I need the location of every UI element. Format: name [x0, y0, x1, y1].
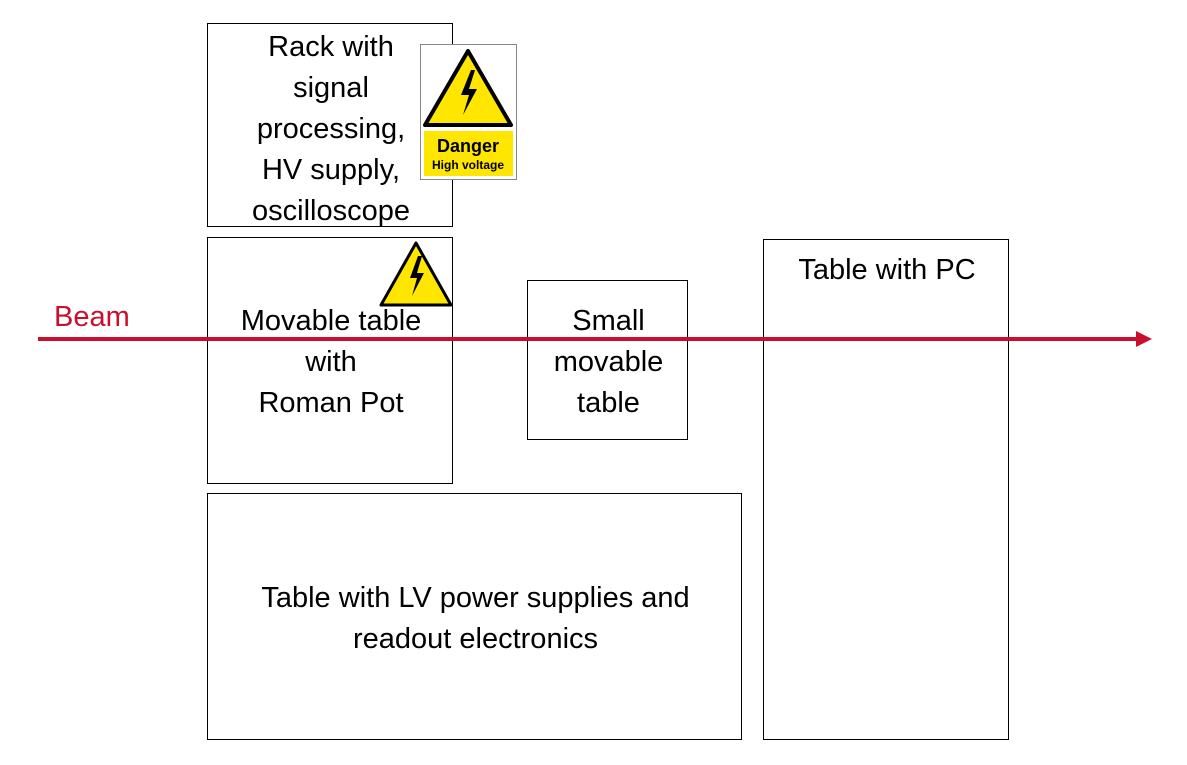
lv-table-label-line: readout electronics: [352, 623, 599, 655]
small-table-label-line: table: [577, 387, 640, 419]
movable-table-label-line: Movable table: [240, 305, 422, 337]
small-table-label-line: movable: [553, 346, 664, 378]
lv-table-box: Table with LV power supplies and readout…: [207, 493, 742, 740]
high-voltage-warning-icon: Danger High voltage: [423, 49, 513, 176]
movable-table-label-line: Roman Pot: [258, 387, 404, 419]
movable-table-label: Movable table with Roman Pot: [208, 301, 454, 424]
beam-arrowhead: [1136, 331, 1152, 347]
rack-label-line: HV supply,: [261, 154, 401, 186]
rack-label-line: oscilloscope: [252, 195, 410, 227]
pc-table-label: Table with PC: [764, 250, 1010, 291]
rack-label-line: processing,: [256, 113, 406, 145]
pc-table-label-line: Table with PC: [798, 254, 976, 286]
danger-sign-title: Danger: [437, 136, 499, 156]
pc-table-box: Table with PC: [763, 239, 1009, 740]
danger-sign: Danger High voltage: [420, 44, 517, 180]
small-table-box: Small movable table: [527, 280, 688, 440]
lv-table-label-line: Table with LV power supplies and: [261, 582, 690, 614]
rack-box: Rack with signal processing, HV supply, …: [207, 23, 453, 227]
rack-label-line: signal: [293, 72, 369, 104]
movable-table-label-line: with: [305, 346, 357, 378]
high-voltage-warning-icon: [379, 241, 453, 307]
rack-label-line: Rack with: [268, 31, 394, 63]
danger-sign-subtitle: High voltage: [432, 158, 504, 172]
small-table-label-line: Small: [572, 305, 645, 337]
small-table-label: Small movable table: [528, 301, 689, 424]
lv-table-label: Table with LV power supplies and readout…: [208, 578, 743, 660]
beam-label: Beam: [54, 301, 130, 333]
rack-label: Rack with signal processing, HV supply, …: [208, 27, 454, 232]
